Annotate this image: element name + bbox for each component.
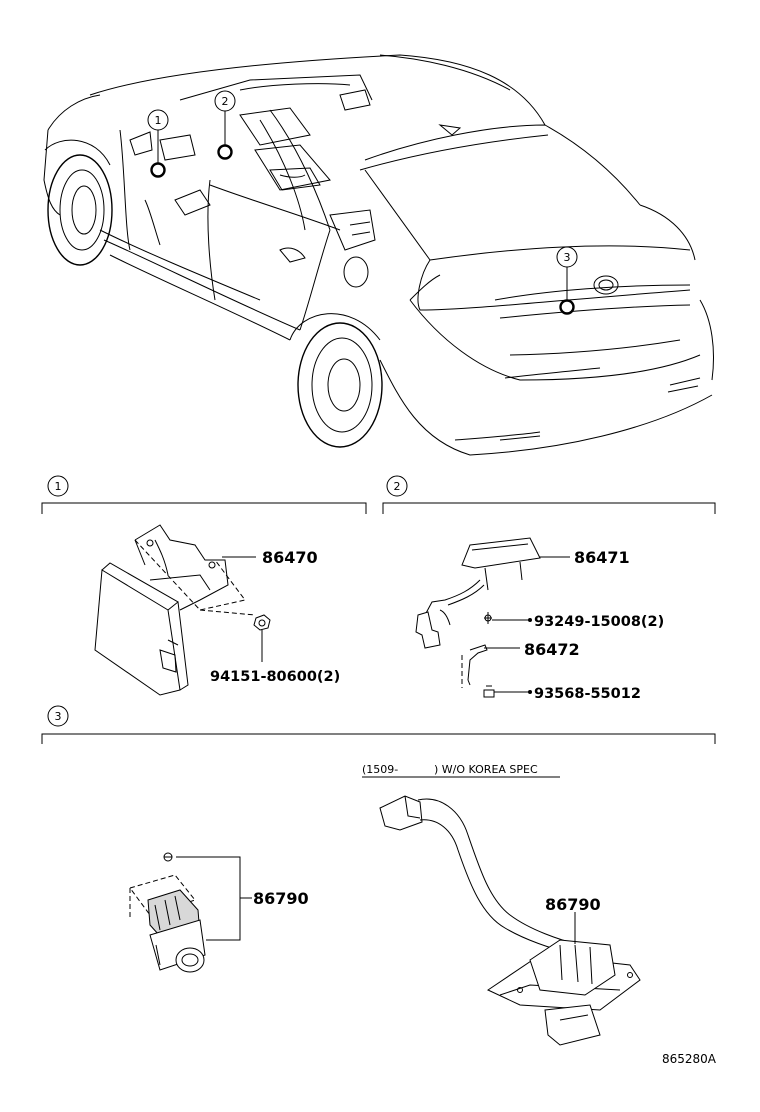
part-86790-left-label[interactable]: 86790: [253, 889, 309, 908]
nut-94151: [253, 614, 271, 631]
svg-text:3: 3: [564, 251, 571, 264]
figure-code: 865280A: [662, 1052, 717, 1066]
bracket-drawing: [461, 644, 488, 688]
section-1-number: 1: [47, 475, 69, 497]
part-86471-label[interactable]: 86471: [574, 548, 630, 567]
spec-note-text: ) W/O KOREA SPEC: [434, 763, 538, 776]
section-3-bracket: [41, 733, 716, 744]
camera-left-drawing: [129, 852, 206, 973]
section-2-number: 2: [386, 475, 408, 497]
callout-2[interactable]: 2: [214, 90, 236, 112]
part-86470-label[interactable]: 86470: [262, 548, 318, 567]
part-93568-55012-label[interactable]: 93568-55012: [534, 686, 641, 702]
section-1-bracket: [41, 502, 367, 514]
section-2-bracket: [382, 502, 716, 514]
part-93249-15008-label[interactable]: 93249-15008(2): [534, 614, 664, 630]
spec-note-code: (1509-: [362, 763, 398, 776]
svg-text:1: 1: [155, 114, 162, 127]
svg-text:1: 1: [55, 480, 62, 493]
section-2: 2: [382, 475, 716, 702]
car-illustration: 1 2 3: [43, 54, 714, 456]
control-module-drawing: [94, 524, 256, 696]
part-86472-label[interactable]: 86472: [524, 640, 580, 659]
callout-1-marker: [150, 162, 166, 178]
section-1: 1 86470 94151-80600(2): [41, 475, 367, 696]
callout-1[interactable]: 1: [147, 109, 169, 131]
callout-3[interactable]: 3: [556, 246, 578, 268]
screw-93249: [484, 612, 492, 624]
camera-right-drawing: [379, 795, 641, 1046]
callout-2-marker: [217, 144, 233, 160]
svg-text:2: 2: [222, 95, 229, 108]
callout-3-marker: [559, 299, 575, 315]
part-94151-80600-label[interactable]: 94151-80600(2): [210, 669, 340, 685]
section-3-number: 3: [47, 705, 69, 727]
screw-93568: [483, 685, 495, 698]
svg-text:2: 2: [394, 480, 401, 493]
section-3: 3 86790 (1509- ) W/O KOREA SPEC: [41, 705, 716, 1046]
housing-drawing: [415, 537, 541, 649]
svg-text:3: 3: [55, 710, 62, 723]
part-86790-right-label[interactable]: 86790: [545, 895, 601, 914]
